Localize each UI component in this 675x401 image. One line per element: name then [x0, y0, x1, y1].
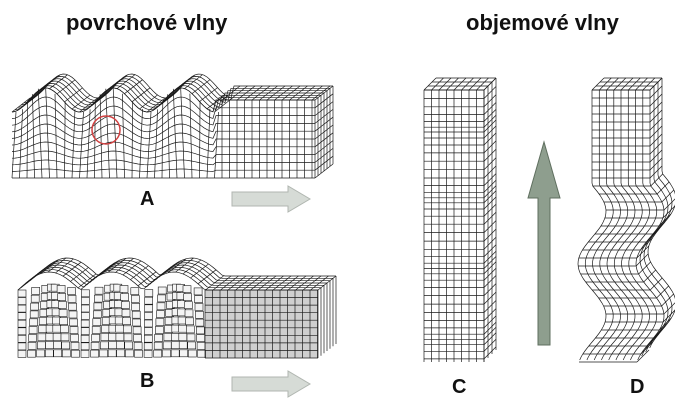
- arrow-right-b: [231, 370, 311, 398]
- label-d: D: [630, 376, 645, 398]
- arrow-right-a: [231, 185, 311, 213]
- label-b: B: [140, 370, 155, 392]
- label-c: C: [452, 376, 467, 398]
- label-a: A: [140, 188, 155, 210]
- particle-motion-circle: [91, 115, 121, 145]
- arrow-up-c-d: [527, 140, 561, 346]
- panel-b-love-wave: [17, 257, 337, 359]
- heading-surface-waves: povrchové vlny: [66, 10, 228, 35]
- panel-d-s-wave-column: [577, 77, 675, 363]
- panel-a-rayleigh-wave: [11, 73, 334, 179]
- panel-c-p-wave-column: [423, 77, 497, 362]
- heading-body-waves: objemové vlny: [466, 10, 619, 35]
